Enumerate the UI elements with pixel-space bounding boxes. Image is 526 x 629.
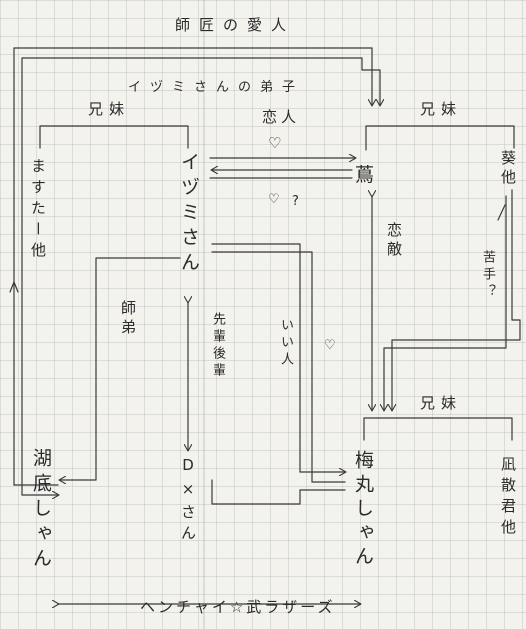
heart-icon-3: ♡ [324,338,336,353]
line-good-person-b [211,251,346,483]
line-aoi-down [392,189,521,410]
character-tsuta: 蔦 [355,164,375,186]
label-sibling-top-right: 兄妹 [420,100,463,118]
line-aoi-down2 [384,195,507,410]
character-kotei: 湖底しゃん [30,448,52,573]
label-lovers: 恋人 [262,108,301,126]
line-left-tick [9,281,19,293]
character-masuta: ますたー他 [29,158,47,263]
paper-fold [203,0,205,629]
character-umemaru: 梅丸しゃん [352,450,374,570]
line-good-person-c [211,479,346,505]
line-master-lover-inner [21,57,380,496]
footer-title: ヘンチャイ☆武ラザーズ [140,598,336,616]
label-fellow-pupil: 師弟 [119,300,137,338]
heart-icon-2: ♡ [268,192,280,207]
character-rinsan: 凪散君他 [499,456,517,540]
bracket-sibling-mid [363,417,513,441]
label-good-person: いい人 [278,318,293,369]
label-rivals: 恋敵 [385,222,403,260]
label-master-lover: 師匠の愛人 [175,16,296,34]
line-fellow-pupil [60,257,181,480]
label-weakness: 苦手？ [480,250,495,301]
label-izumi-disciple: イヅミさんの弟子 [128,80,305,95]
label-sibling-top-left: 兄妹 [88,100,131,118]
question-mark: ? [292,194,299,209]
bracket-sibling-right [365,125,515,151]
line-good-person-a [211,243,345,472]
character-izumi: イヅミさん [178,152,200,277]
line-master-lover-outer [13,47,372,486]
character-aoi: 葵他 [499,150,517,188]
heart-icon: ♡ [268,134,282,152]
bracket-sibling-left [39,125,189,149]
character-dx: D×さん [179,456,197,546]
line-aoi-arrow [497,204,506,221]
label-sibling-mid-right: 兄妹 [420,394,463,412]
label-senior-junior: 先輩後輩 [210,312,225,380]
